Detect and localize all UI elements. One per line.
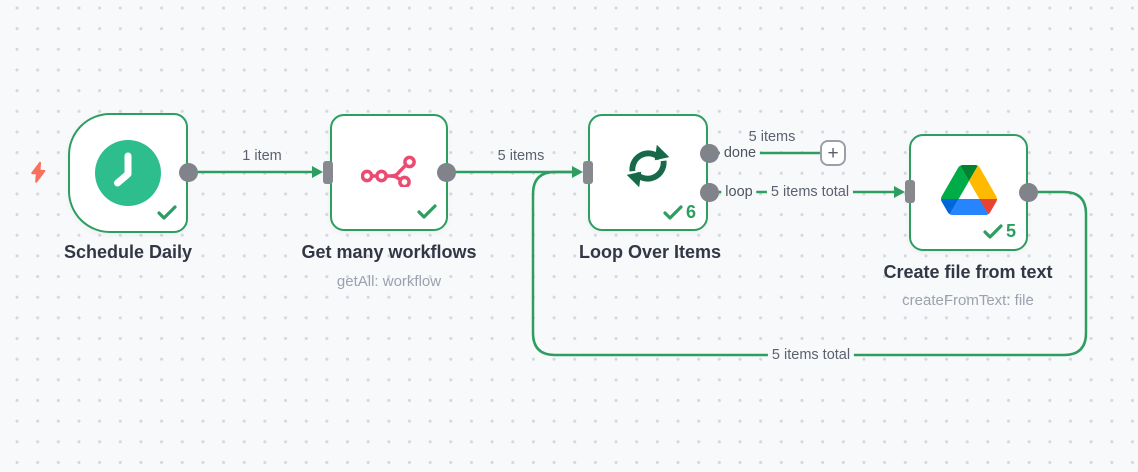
node-run-status (157, 204, 177, 221)
node-run-status: 5 (983, 222, 1016, 240)
connection-arrow-icon (572, 166, 583, 178)
output-port[interactable] (1018, 182, 1038, 202)
node-get-many-workflows[interactable] (330, 114, 448, 231)
input-port[interactable] (905, 180, 915, 203)
node-subtitle: getAll: workflow (336, 273, 442, 290)
loop-icon (621, 139, 675, 198)
connection-arrow-icon (894, 186, 905, 198)
add-node-button[interactable]: + (820, 140, 846, 166)
success-check-icon (983, 223, 1003, 239)
clock-icon (95, 140, 161, 206)
success-check-icon (157, 205, 177, 220)
output-port[interactable] (178, 162, 198, 182)
run-count: 5 (1005, 221, 1016, 241)
connection-label: 5 items (493, 147, 549, 165)
node-title: Get many workflows (301, 242, 477, 262)
node-run-status (417, 203, 437, 220)
google-drive-icon (940, 165, 997, 220)
connection-arrow-icon (312, 166, 323, 178)
node-title: Create file from text (883, 262, 1053, 282)
output-port-done[interactable] (699, 143, 719, 163)
output-port-loop[interactable] (699, 182, 719, 202)
input-port[interactable] (323, 161, 333, 184)
node-create-file-from-text[interactable]: 5 (909, 134, 1028, 251)
output-port[interactable] (436, 162, 456, 182)
success-check-icon (417, 204, 437, 219)
output-label-done: done (719, 144, 761, 162)
input-port[interactable] (583, 161, 593, 184)
n8n-icon (360, 153, 417, 192)
connection-label: 1 item (238, 147, 286, 165)
success-check-icon (663, 204, 683, 220)
node-title: Schedule Daily (63, 242, 193, 262)
connection-label: 5 items total (767, 346, 855, 364)
lightning-icon (28, 161, 49, 189)
node-loop-over-items[interactable]: 6 (588, 114, 708, 231)
connection-label: 5 items (744, 128, 800, 146)
node-schedule-daily[interactable] (68, 113, 188, 233)
node-subtitle: createFromText: file (902, 292, 1034, 309)
run-count: 6 (685, 202, 696, 222)
output-label-loop: loop (721, 183, 757, 201)
node-run-status: 6 (663, 203, 696, 221)
node-title: Loop Over Items (578, 242, 722, 262)
connection-label: 5 items total (766, 183, 854, 201)
